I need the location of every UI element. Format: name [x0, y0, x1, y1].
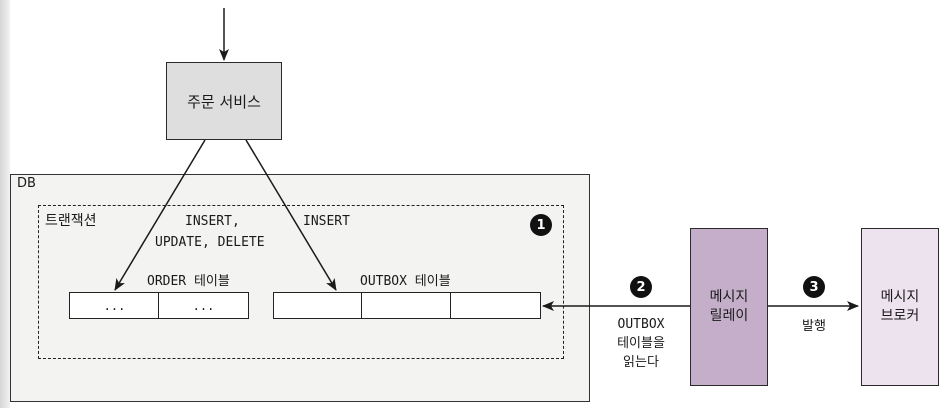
write-order-table-arrow — [114, 139, 206, 291]
transaction-boundary — [38, 205, 564, 359]
transaction-label: 트랜잭션 — [45, 213, 97, 229]
outbox-table-cell — [361, 292, 452, 319]
order-table-cell: ... — [158, 292, 249, 319]
read-outbox-caption-line-1: OUTBOX — [617, 317, 665, 332]
message-relay-label-line-2: 릴레이 — [709, 308, 749, 324]
insert-outbox-label: INSERT — [303, 214, 350, 229]
page-edge-shadow — [0, 0, 10, 408]
outbox-table-cell — [450, 292, 541, 319]
step-2-badge: 2 — [630, 276, 652, 298]
message-broker-label-line-2: 브로커 — [880, 308, 920, 324]
outbox-table-cell — [273, 292, 363, 319]
message-broker-label-line-1: 메시지 — [880, 289, 920, 306]
read-outbox-caption: OUTBOX 테이블을 읽는다 — [606, 316, 676, 373]
step-1-badge: 1 — [530, 214, 552, 236]
db-label: DB — [17, 176, 36, 191]
message-relay-label-line-1: 메시지 — [709, 289, 749, 306]
read-outbox-caption-line-3: 읽는다 — [623, 354, 659, 370]
read-outbox-caption-line-2: 테이블을 — [617, 335, 665, 351]
message-broker-box: 메시지 브로커 — [861, 228, 939, 386]
publish-caption: 발행 — [802, 319, 826, 334]
step-3-badge: 3 — [803, 276, 825, 298]
insert-update-delete-line-2: UPDATE, DELETE — [155, 235, 265, 250]
order-service-label: 주문 서비스 — [187, 92, 261, 111]
outbox-table-label: OUTBOX 테이블 — [360, 274, 451, 289]
order-table-label: ORDER 테이블 — [147, 274, 230, 289]
order-service-box: 주문 서비스 — [166, 62, 282, 140]
message-relay-box: 메시지 릴레이 — [690, 228, 768, 386]
insert-update-delete-line-1: INSERT, — [185, 214, 240, 229]
order-table-cell: ... — [69, 292, 160, 319]
db-container — [10, 174, 590, 402]
write-outbox-table-arrow — [245, 139, 337, 291]
